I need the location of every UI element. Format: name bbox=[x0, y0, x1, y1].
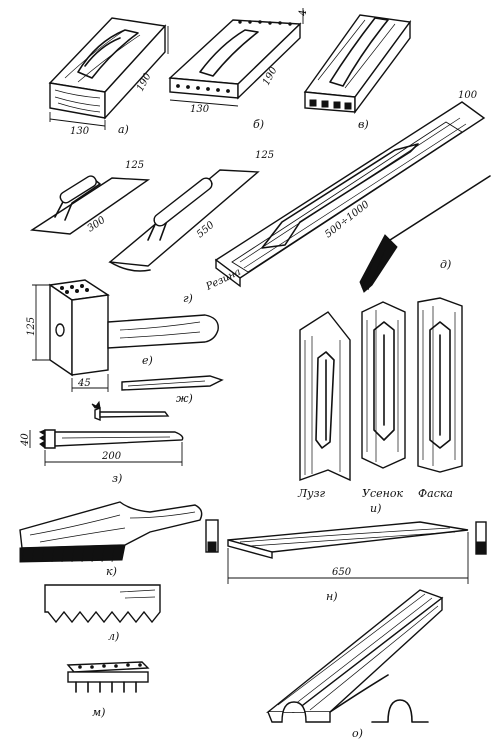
hammer-e bbox=[48, 279, 219, 377]
ruler-n bbox=[227, 521, 469, 559]
long-float-width-dim: 100 bbox=[458, 90, 478, 101]
brush-d bbox=[359, 175, 491, 293]
comb-plate-l bbox=[44, 584, 161, 624]
chisel-zh bbox=[121, 375, 224, 391]
label-l: л) bbox=[108, 630, 119, 643]
faska-tool bbox=[417, 297, 463, 473]
chisel-length-dim: 200 bbox=[101, 451, 122, 462]
nail-scratcher-m bbox=[66, 661, 150, 693]
label-n: н) bbox=[326, 590, 338, 603]
ruler-section bbox=[475, 521, 487, 555]
corner-float-profile bbox=[371, 699, 429, 723]
label-o: о) bbox=[352, 727, 363, 740]
label-d: д) bbox=[440, 258, 451, 271]
usenok-tool bbox=[361, 301, 406, 469]
profile-lusg: Лузг bbox=[297, 487, 326, 500]
wire-brush-section bbox=[205, 519, 219, 553]
label-g: г) bbox=[183, 292, 193, 305]
mid-trowel-width-dim: 125 bbox=[255, 150, 274, 161]
a-width-dim: 130 bbox=[70, 126, 90, 137]
label-k: к) bbox=[106, 565, 117, 578]
corner-trowels-i bbox=[299, 297, 463, 482]
label-e: е) bbox=[142, 354, 153, 367]
hammer-width-dim: 45 bbox=[77, 378, 91, 389]
wire-brush-k bbox=[19, 501, 203, 563]
label-zh: ж) bbox=[176, 392, 193, 405]
mid-trowel bbox=[108, 169, 260, 272]
label-v: в) bbox=[358, 118, 369, 131]
long-float bbox=[214, 101, 486, 288]
lusg-tool bbox=[299, 311, 351, 482]
float-v bbox=[303, 14, 412, 115]
chisel-z bbox=[38, 400, 184, 449]
label-i: и) bbox=[370, 502, 381, 515]
float-a bbox=[48, 17, 167, 120]
corner-float-o bbox=[266, 589, 444, 723]
chisel-height-dim: 40 bbox=[20, 433, 31, 447]
label-z: з) bbox=[112, 472, 122, 485]
b-width-dim: 130 bbox=[190, 104, 210, 115]
profile-usenok: Усенок bbox=[362, 487, 403, 500]
label-a: а) bbox=[118, 123, 129, 136]
profile-faska: Фаска bbox=[418, 487, 453, 500]
small-trowel bbox=[29, 175, 151, 235]
label-b: б) bbox=[253, 118, 264, 131]
small-trowel-width-dim: 125 bbox=[125, 160, 144, 171]
hammer-height-dim: 125 bbox=[26, 317, 37, 336]
label-m: м) bbox=[92, 706, 105, 719]
float-b bbox=[168, 19, 302, 100]
ruler-length-dim: 650 bbox=[332, 567, 352, 578]
b-height-dim: 4 bbox=[298, 10, 309, 17]
